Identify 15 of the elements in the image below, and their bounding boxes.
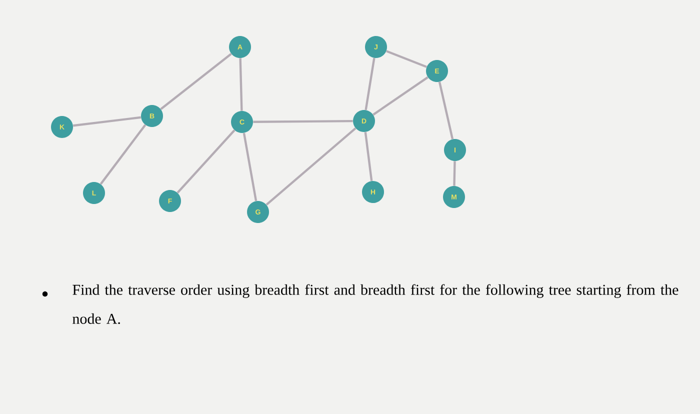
edge-line [438,82,454,140]
edge-line [73,116,142,127]
edge-line [364,132,373,182]
edge-line [266,127,356,206]
edge-line [364,58,376,110]
question-text: Find the traverse order using breadth first and breadth first for the following tree starting from the node A. [72,284,678,324]
edge-line [176,130,236,194]
edge-line [253,120,353,123]
edge-line [453,161,456,186]
edge-line [242,132,258,202]
edge-line [386,50,427,68]
edge-line [239,58,243,111]
edge-line [100,124,146,185]
edge-line [160,53,232,110]
edge-line [372,76,428,116]
